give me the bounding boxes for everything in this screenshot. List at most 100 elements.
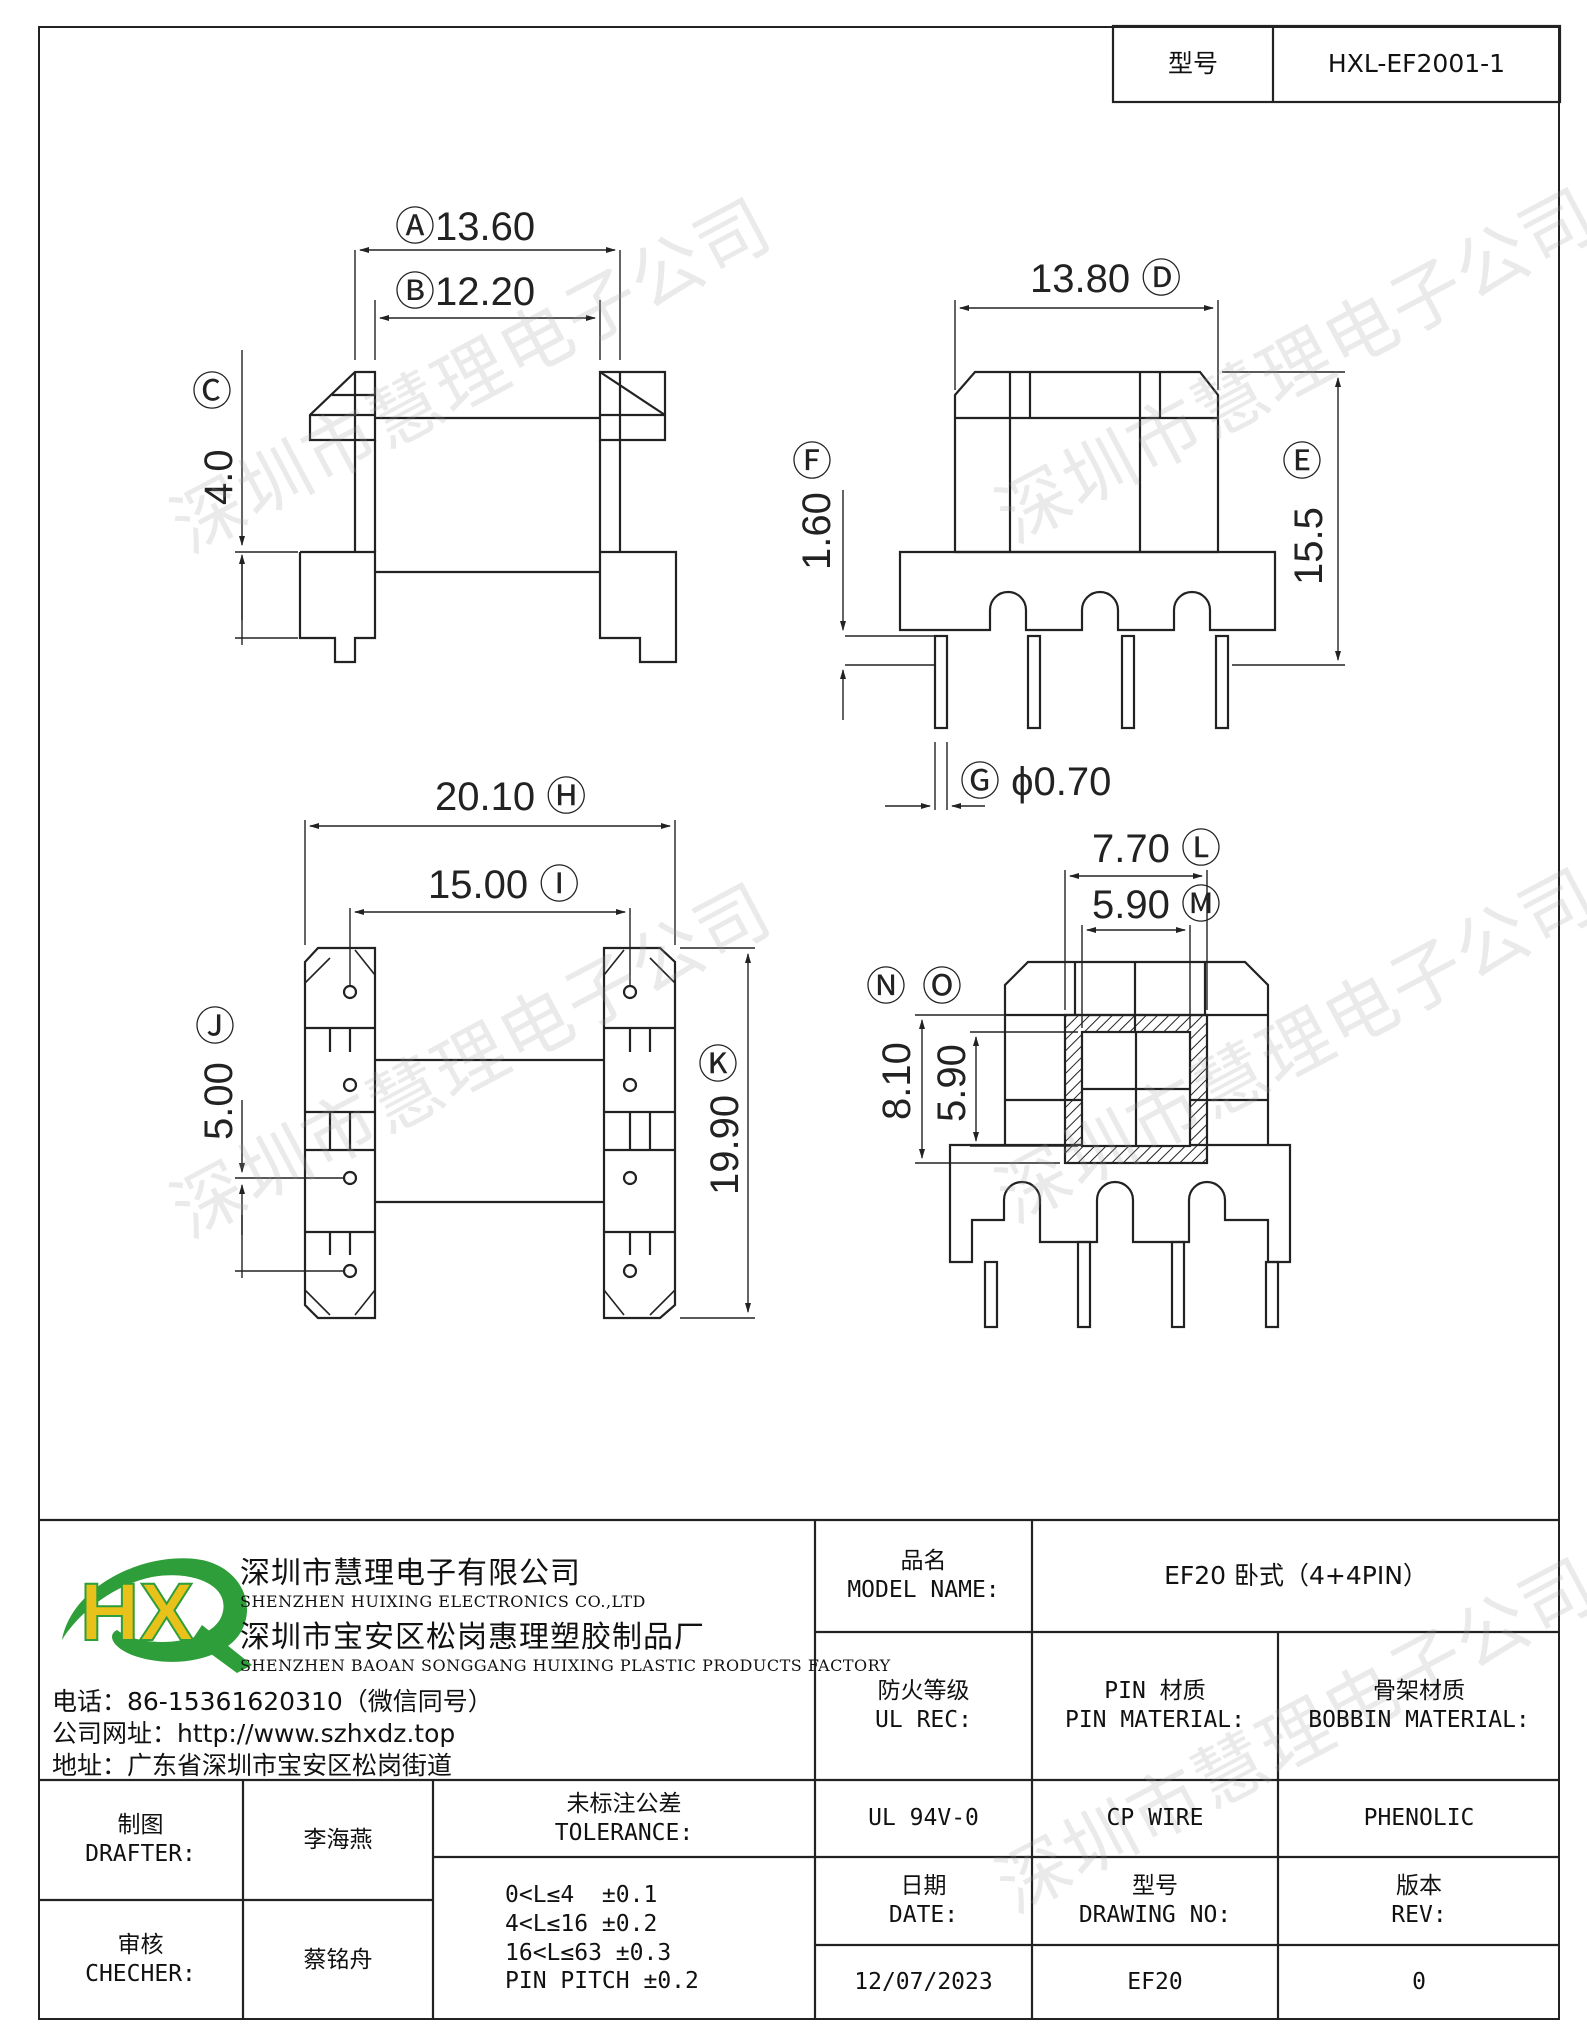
header-model-value: HXL-EF2001-1 [1327,49,1506,79]
drawing-no-label: 型号 DRAWING NO: [1032,1857,1278,1945]
dim-j-label: Ⓙ [195,1005,235,1049]
drafter-label: 制图 DRAFTER: [38,1780,243,1900]
factory-name-cn: 深圳市宝安区松岗惠理塑胶制品厂 [240,1620,705,1655]
tolerance-label-cn: 未标注公差 [566,1790,682,1817]
dim-o-value: 5.90 [930,1044,974,1122]
right-rail [602,946,677,1320]
drafter-value: 李海燕 [303,1826,373,1853]
tolerance-line-4: PIN PITCH ±0.2 [505,1968,699,1995]
contact-website: 公司网址：http://www.szhxdz.top [52,1719,456,1748]
drawing-no-value: EF20 [1127,1969,1183,1996]
dim-j-value: 5.00 [197,1062,241,1140]
side-pin-3 [1120,634,1136,730]
checker-label-cn: 审核 [117,1932,164,1959]
tolerance-label: 未标注公差 TOLERANCE: [433,1780,815,1857]
pin-label-cn: PIN 材质 [1104,1678,1206,1705]
header-model-label: 型号 [1167,49,1218,79]
tolerance-line-3: 16<L≤63 ±0.3 [505,1939,672,1966]
checker-label-en: CHECHER: [85,1961,196,1987]
drawing-no-label-cn: 型号 [1132,1873,1178,1900]
contact-phone: 电话：86-15361620310（微信同号） [52,1687,493,1716]
rev-label-en: REV: [1391,1902,1447,1928]
date-label-cn: 日期 [900,1873,947,1900]
left-top-flange [308,370,377,442]
dim-i-label: 15.00 Ⓘ [428,863,579,907]
bobbin-material-value: PHENOLIC [1363,1805,1475,1832]
dim-a-label: Ⓐ13.60 [395,205,535,249]
company-logo [62,1558,252,1673]
end-body [948,960,1292,1264]
dim-g-label: Ⓖ ϕ0.70 [960,760,1111,804]
end-view [915,870,1292,1329]
dim-h-label: 20.10 Ⓗ [435,775,586,819]
dim-n-value: 8.10 [875,1042,919,1120]
dim-e-value: 15.5 [1287,507,1331,585]
side-base [898,550,1277,632]
side-pin-4 [1214,634,1230,730]
side-top-body [953,370,1220,554]
ul-label-en: UL REC: [875,1707,972,1733]
pin-material-value: CP WIRE [1106,1805,1204,1832]
side-pin-1 [933,634,949,730]
company-name-cn: 深圳市慧理电子有限公司 [240,1556,581,1591]
dim-f-label: Ⓕ [792,440,832,484]
checker-value: 蔡铭舟 [303,1946,373,1973]
left-rail [303,946,377,1320]
product-name-label-en: MODEL NAME: [847,1577,1000,1603]
date-label-en: DATE: [888,1902,959,1928]
bottom-view [235,820,755,1320]
contact-address: 地址：广东省深圳市宝安区松岗街道 [52,1751,453,1780]
dim-k-value: 19.90 [703,1095,747,1195]
tolerance-line-2: 4<L≤16 ±0.2 [505,1910,658,1937]
ul-label: 防火等级 UL REC: [815,1632,1032,1780]
rev-value: 0 [1412,1969,1426,1996]
dim-k-label: Ⓚ [698,1043,738,1087]
tolerance-label-en: TOLERANCE: [554,1819,694,1846]
date-label: 日期 DATE: [815,1857,1032,1945]
date-value: 12/07/2023 [854,1969,993,1996]
side-pin-2 [1026,634,1042,730]
right-base-block [598,550,678,664]
checker-label: 审核 CHECHER: [38,1900,243,2020]
product-name-label-cn: 品名 [900,1548,947,1575]
dim-n-label: Ⓝ [866,965,906,1009]
dim-c-value: 4.0 [197,449,241,505]
end-pin-2 [1076,1240,1092,1329]
dim-b-label: Ⓑ12.20 [395,270,535,314]
right-top-flange [598,370,667,442]
pin-label-en: PIN MATERIAL: [1064,1707,1245,1733]
factory-name-en: SHENZHEN BAOAN SONGGANG HUIXING PLASTIC … [240,1656,891,1675]
logo-text: HX [80,1567,194,1658]
side-view [840,300,1345,810]
end-pin-1 [983,1260,999,1329]
product-name-label: 品名 MODEL NAME: [815,1520,1032,1632]
bobbin-material-label: 骨架材质 BOBBIN MATERIAL: [1278,1632,1560,1780]
dim-l-label: 7.70 Ⓛ [1092,827,1221,871]
rev-label: 版本 REV: [1278,1857,1560,1945]
dim-o-label: Ⓞ [922,965,962,1009]
ul-label-cn: 防火等级 [877,1678,970,1705]
dim-d-label: 13.80 Ⓓ [1030,257,1181,301]
front-view [235,247,678,664]
dim-m-label: 5.90 Ⓜ [1092,883,1221,927]
dim-c-label: Ⓒ [192,370,232,414]
dim-e-label: Ⓔ [1282,440,1322,484]
bobbin-label-cn: 骨架材质 [1373,1678,1465,1705]
tolerance-line-1: 0<L≤4 ±0.1 [505,1882,658,1908]
drafter-label-cn: 制图 [117,1812,164,1839]
drawing-no-label-en: DRAWING NO: [1078,1902,1232,1928]
drafter-label-en: DRAFTER: [85,1841,196,1867]
left-base-block [298,550,377,664]
bobbin-label-en: BOBBIN MATERIAL: [1308,1707,1530,1733]
drawing-sheet [38,26,1560,2020]
end-pin-3 [1170,1240,1186,1329]
title-block-grid [38,1518,1560,2020]
rev-label-cn: 版本 [1396,1873,1442,1900]
ul-value: UL 94V-0 [868,1805,979,1832]
pin-material-label: PIN 材质 PIN MATERIAL: [1032,1632,1278,1780]
header-box [1111,24,1562,104]
tolerance-table: 0<L≤4 ±0.1 4<L≤16 ±0.2 16<L≤63 ±0.3 PIN … [433,1857,815,2020]
company-name-en: SHENZHEN HUIXING ELECTRONICS CO.,LTD [240,1592,646,1611]
product-name-value: EF20 卧式（4+4PIN） [1164,1561,1428,1591]
